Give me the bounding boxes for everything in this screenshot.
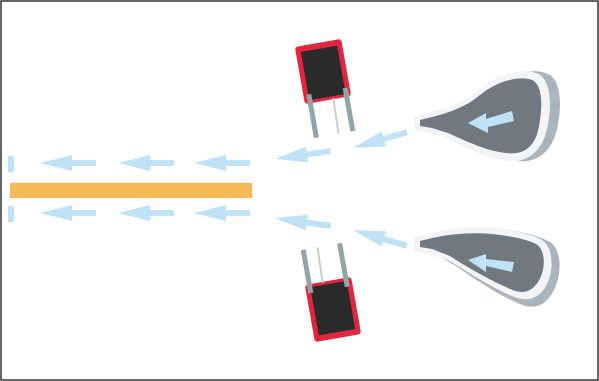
- feeder-nozzle-icon: [414, 71, 560, 162]
- flow-arrows-upper: [8, 124, 410, 172]
- feeder-nozzle-bottom: [414, 227, 560, 307]
- guide-block-top: [295, 39, 356, 139]
- guide-block-bottom: [300, 242, 361, 342]
- arrow-left-icon: [8, 206, 14, 222]
- feeder-nozzle-top: [414, 71, 560, 162]
- arrow-left-icon: [8, 156, 14, 172]
- flow-arrows-lower: [8, 205, 410, 254]
- feeder-nozzle-icon: [414, 227, 560, 307]
- tape-strip: [10, 183, 252, 198]
